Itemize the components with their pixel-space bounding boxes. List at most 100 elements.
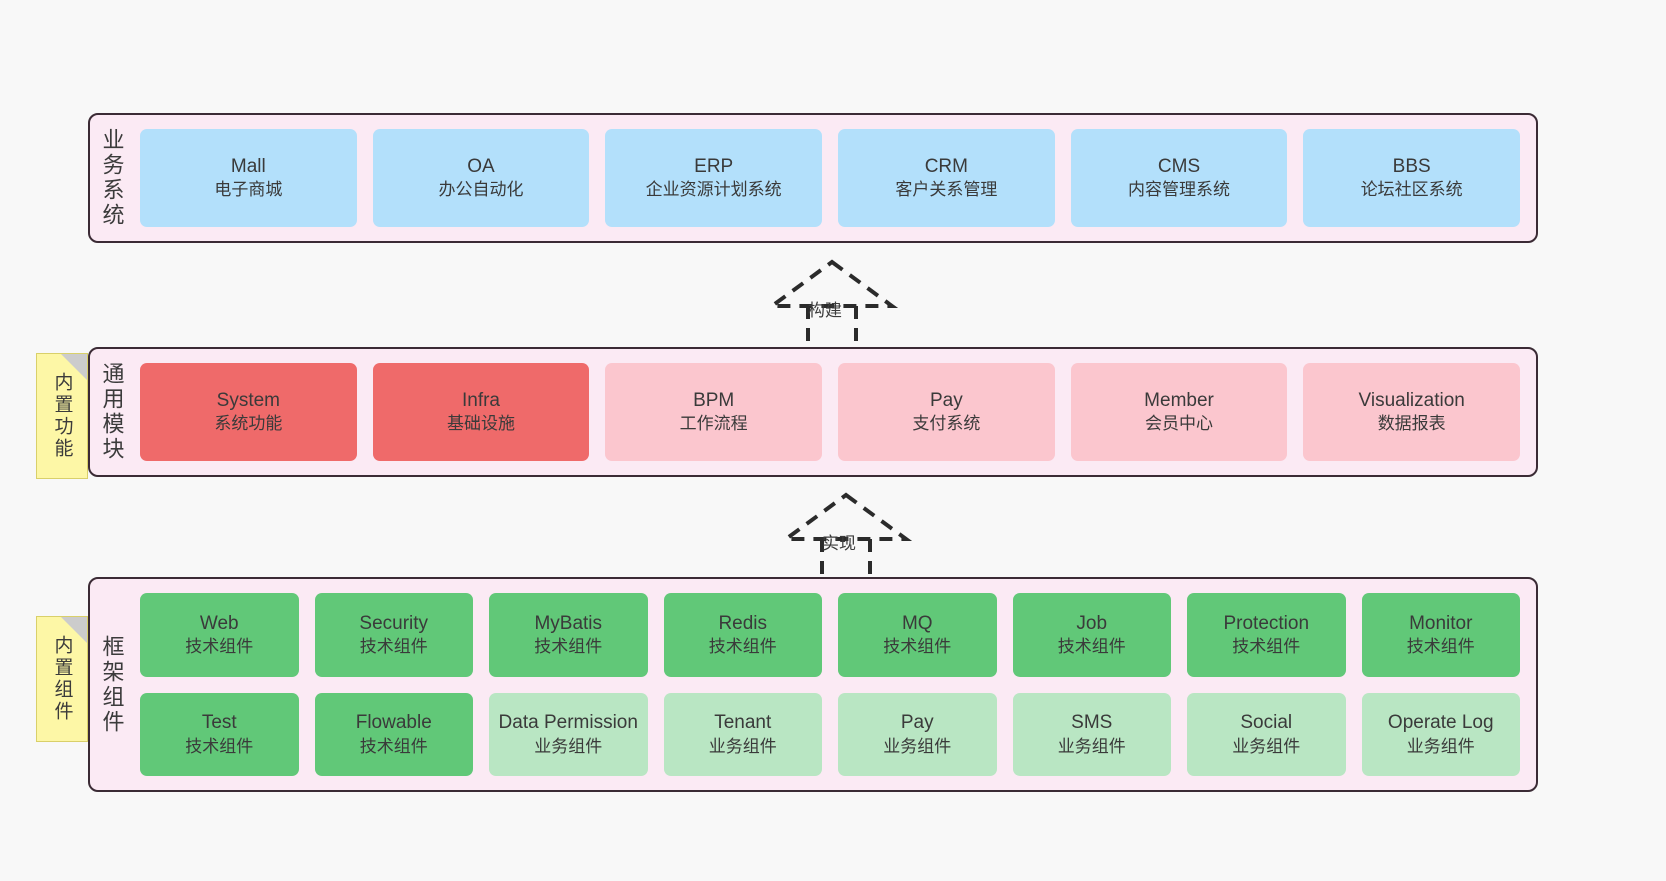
node-title: CMS [1157, 155, 1201, 177]
node-title: Pay [900, 712, 934, 734]
node-subtitle: 客户关系管理 [895, 180, 998, 200]
sticky-note-label: 内置组件 [51, 635, 73, 723]
node-title: BPM [693, 389, 735, 411]
layer-caption-framework-components: 框架组件 [99, 634, 125, 735]
node-title: Mall [230, 155, 266, 177]
generalization-arrow-icon [779, 492, 913, 579]
node-mybatis[interactable]: MyBatis 技术组件 [489, 593, 648, 677]
node-title: CRM [924, 155, 968, 177]
node-subtitle: 系统功能 [214, 414, 283, 434]
node-mall[interactable]: Mall 电子商城 [140, 129, 357, 227]
node-subtitle: 技术组件 [1232, 637, 1301, 657]
node-bbs[interactable]: BBS 论坛社区系统 [1303, 129, 1521, 227]
node-mq[interactable]: MQ 技术组件 [838, 593, 997, 677]
node-title: Tenant [714, 712, 772, 734]
node-subtitle: 业务组件 [1232, 736, 1301, 756]
node-pay-module[interactable]: Pay 支付系统 [838, 363, 1055, 461]
node-subtitle: 技术组件 [359, 736, 428, 756]
node-row: System 系统功能 Infra 基础设施 BPM 工作流程 Pay 支付系统… [140, 363, 1521, 461]
node-title: OA [467, 155, 495, 177]
node-subtitle: 技术组件 [1057, 637, 1126, 657]
node-crm[interactable]: CRM 客户关系管理 [838, 129, 1055, 227]
node-subtitle: 企业资源计划系统 [645, 180, 782, 200]
node-monitor[interactable]: Monitor 技术组件 [1361, 593, 1520, 677]
node-redis[interactable]: Redis 技术组件 [663, 593, 822, 677]
connector-implement: 实现 [766, 491, 926, 579]
node-system[interactable]: System 系统功能 [140, 363, 357, 461]
layer-caption-common-modules: 通用模块 [99, 362, 125, 462]
node-operate-log[interactable]: Operate Log 业务组件 [1361, 692, 1520, 776]
node-subtitle: 论坛社区系统 [1360, 180, 1463, 200]
node-row: Mall 电子商城 OA 办公自动化 ERP 企业资源计划系统 CRM 客户关系… [140, 129, 1521, 227]
node-row: Web 技术组件 Security 技术组件 MyBatis 技术组件 Redi… [140, 593, 1520, 677]
node-title: Member [1144, 389, 1214, 411]
layer-panel-framework-components: 框架组件 Web 技术组件 Security 技术组件 MyBatis 技术组件… [88, 577, 1538, 792]
node-flowable[interactable]: Flowable 技术组件 [314, 692, 473, 776]
node-title: Infra [461, 389, 501, 411]
node-title: Data Permission [498, 712, 638, 734]
node-title: Visualization [1358, 389, 1465, 411]
node-member[interactable]: Member 会员中心 [1070, 363, 1288, 461]
node-title: Redis [718, 612, 768, 634]
layer-panel-business-systems: 业务系统 Mall 电子商城 OA 办公自动化 ERP 企业资源计划系统 CRM… [88, 113, 1538, 243]
node-bpm[interactable]: BPM 工作流程 [605, 363, 823, 461]
layer-body-framework-components: Web 技术组件 Security 技术组件 MyBatis 技术组件 Redi… [134, 579, 1536, 790]
node-subtitle: 数据报表 [1377, 414, 1446, 434]
node-subtitle: 业务组件 [708, 736, 777, 756]
node-infra[interactable]: Infra 基础设施 [372, 363, 590, 461]
node-subtitle: 技术组件 [883, 637, 952, 657]
node-title: ERP [694, 155, 734, 177]
generalization-arrow-icon [765, 259, 899, 346]
node-test[interactable]: Test 技术组件 [140, 692, 299, 776]
node-title: Operate Log [1387, 712, 1494, 734]
node-tenant[interactable]: Tenant 业务组件 [663, 692, 822, 776]
node-title: System [216, 389, 281, 411]
node-row: Test 技术组件 Flowable 技术组件 Data Permission … [140, 692, 1520, 776]
node-security[interactable]: Security 技术组件 [314, 593, 473, 677]
node-subtitle: 技术组件 [359, 637, 428, 657]
node-title: MyBatis [534, 612, 603, 634]
node-title: Pay [929, 389, 963, 411]
node-erp[interactable]: ERP 企业资源计划系统 [605, 129, 823, 227]
node-job[interactable]: Job 技术组件 [1012, 593, 1171, 677]
node-subtitle: 电子商城 [214, 180, 283, 200]
node-title: MQ [901, 612, 933, 634]
connector-build-label: 构建 [808, 301, 842, 320]
node-subtitle: 技术组件 [1406, 637, 1475, 657]
node-title: Security [359, 612, 429, 634]
node-title: Protection [1223, 612, 1310, 634]
node-cms[interactable]: CMS 内容管理系统 [1070, 129, 1288, 227]
node-pay-component[interactable]: Pay 业务组件 [838, 692, 997, 776]
node-visualization[interactable]: Visualization 数据报表 [1303, 363, 1521, 461]
node-subtitle: 基础设施 [447, 414, 515, 434]
layer-caption-business-systems: 业务系统 [99, 128, 125, 228]
connector-build: 构建 [752, 258, 912, 346]
node-social[interactable]: Social 业务组件 [1187, 692, 1346, 776]
folded-corner-icon [61, 617, 87, 643]
node-subtitle: 业务组件 [1406, 736, 1475, 756]
sticky-note-label: 内置功能 [51, 372, 73, 460]
node-title: Social [1240, 712, 1293, 734]
node-subtitle: 内容管理系统 [1128, 180, 1231, 200]
node-subtitle: 办公自动化 [438, 180, 524, 200]
node-subtitle: 业务组件 [534, 736, 603, 756]
node-subtitle: 技术组件 [708, 637, 777, 657]
node-subtitle: 技术组件 [534, 637, 603, 657]
node-subtitle: 技术组件 [185, 637, 254, 657]
node-title: SMS [1071, 712, 1113, 734]
node-title: Monitor [1409, 612, 1473, 634]
node-web[interactable]: Web 技术组件 [140, 593, 299, 677]
node-data-permission[interactable]: Data Permission 业务组件 [489, 692, 648, 776]
layer-body-business-systems: Mall 电子商城 OA 办公自动化 ERP 企业资源计划系统 CRM 客户关系… [134, 115, 1536, 241]
node-title: Flowable [355, 712, 432, 734]
node-oa[interactable]: OA 办公自动化 [372, 129, 590, 227]
sticky-note-builtin-features: 内置功能 [36, 353, 88, 479]
node-title: Job [1076, 612, 1108, 634]
node-sms[interactable]: SMS 业务组件 [1012, 692, 1171, 776]
node-title: Test [201, 712, 237, 734]
node-protection[interactable]: Protection 技术组件 [1187, 593, 1346, 677]
sticky-note-builtin-components: 内置组件 [36, 616, 88, 742]
node-subtitle: 会员中心 [1145, 414, 1214, 434]
layer-body-common-modules: System 系统功能 Infra 基础设施 BPM 工作流程 Pay 支付系统… [134, 349, 1536, 475]
